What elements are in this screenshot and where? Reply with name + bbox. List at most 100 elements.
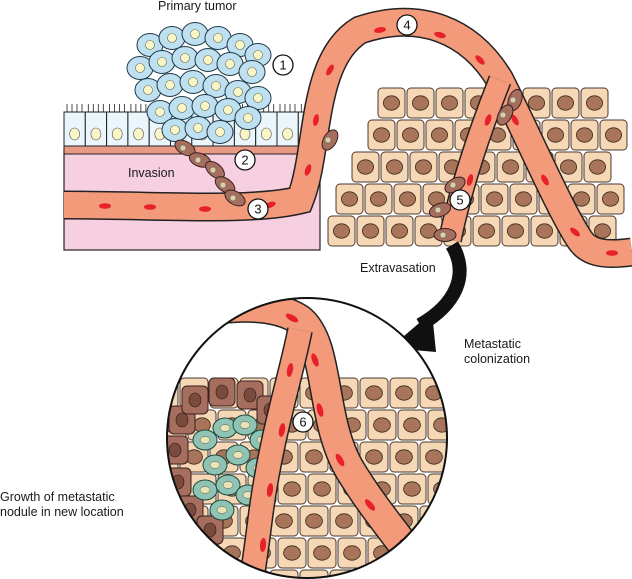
epithelial-nucleus xyxy=(282,127,293,141)
metastatic-nucleus xyxy=(216,506,228,514)
blood-vessel-branch-lumen xyxy=(439,76,510,243)
magnified-host-cell-nucleus xyxy=(313,545,331,561)
magnified-host-cell-nucleus xyxy=(403,481,421,497)
magnified-host-cell-nucleus xyxy=(433,545,447,561)
organ-cell-nucleus xyxy=(385,159,403,175)
tumor-nucleus xyxy=(165,80,175,90)
tumor-nucleus xyxy=(180,53,190,63)
red-blood-cell xyxy=(374,27,386,33)
red-blood-cell xyxy=(541,174,549,186)
epithelial-nucleus xyxy=(90,127,102,141)
label-primary-tumor: Primary tumor xyxy=(158,0,236,13)
tumor-nucleus xyxy=(157,57,167,67)
magnified-host-cell-nucleus xyxy=(395,385,413,401)
organ-cell-nucleus xyxy=(501,159,519,175)
magnified-host-cell xyxy=(458,410,486,440)
magnified-host-cell-nucleus xyxy=(395,449,413,465)
organ-cell-nucleus xyxy=(356,159,374,175)
step-marker-6: 6 xyxy=(292,411,314,433)
invading-nucleus xyxy=(434,206,442,214)
organ-cell-nucleus xyxy=(477,223,495,239)
magnified-host-cell xyxy=(397,537,427,569)
organ-cell-nucleus xyxy=(382,95,400,111)
step-marker-2: 2 xyxy=(234,149,256,171)
tumor-nucleus xyxy=(167,33,177,43)
magnified-host-cell-nucleus xyxy=(373,417,391,433)
tumor-nucleus xyxy=(143,85,153,95)
magnified-host-cell xyxy=(187,537,217,569)
invading-nucleus xyxy=(499,111,507,119)
tumor-nucleus xyxy=(170,125,180,135)
magnified-red-blood-cell xyxy=(311,353,319,367)
invading-nucleus xyxy=(324,136,332,144)
magnified-host-cell-nucleus xyxy=(167,545,181,561)
step-number-4: 4 xyxy=(403,18,410,33)
tumor-nucleus xyxy=(203,55,213,65)
magnified-host-cell-nucleus xyxy=(365,449,383,465)
magnified-red-blood-cell xyxy=(278,423,286,437)
magnified-host-cell xyxy=(167,537,187,569)
epithelial-nucleus xyxy=(111,127,123,141)
magnified-host-cell-nucleus xyxy=(425,513,443,529)
organ-cell-nucleus xyxy=(506,223,524,239)
red-blood-cell xyxy=(466,174,474,186)
nodule-border-nucleus xyxy=(203,522,217,538)
tumor-nucleus xyxy=(145,40,155,50)
magnified-host-cell-nucleus xyxy=(433,417,447,433)
invading-nucleus xyxy=(229,194,237,202)
organ-cell-nucleus xyxy=(586,95,604,111)
tumor-nucleus xyxy=(233,87,243,97)
magnified-red-blood-cell xyxy=(286,363,294,377)
step-marker-5: 5 xyxy=(449,189,471,211)
magnified-host-cell xyxy=(458,474,486,504)
nodule-border-nucleus xyxy=(215,384,229,400)
invading-nucleus xyxy=(179,144,187,152)
magnified-red-blood-cell xyxy=(238,302,252,310)
magnified-host-cell-nucleus xyxy=(343,545,361,561)
epithelial-nucleus xyxy=(260,127,272,141)
organ-cell-nucleus xyxy=(485,191,503,207)
tumor-nucleus xyxy=(235,40,245,50)
magnified-host-cell xyxy=(450,570,478,579)
invading-nucleus xyxy=(449,181,457,189)
magnified-red-blood-cell xyxy=(316,403,324,417)
magnified-host-cell-nucleus xyxy=(313,481,331,497)
organ-cell-nucleus xyxy=(390,223,408,239)
red-blood-cell xyxy=(99,203,111,209)
red-blood-cell xyxy=(606,250,618,256)
label-invasion: Invasion xyxy=(128,166,175,180)
label-growth-line1: Growth of metastatic xyxy=(0,490,115,504)
tumor-nucleus xyxy=(243,113,253,123)
organ-cell-nucleus xyxy=(605,127,623,143)
organ-cell-nucleus xyxy=(414,159,432,175)
tumor-nucleus xyxy=(213,33,223,43)
metastatic-nucleus xyxy=(199,486,211,494)
magnified-host-cell xyxy=(167,569,179,578)
organ-cell-nucleus xyxy=(340,191,358,207)
red-blood-cell xyxy=(326,64,334,76)
epithelial-nucleus xyxy=(133,127,144,141)
nodule-border-nucleus xyxy=(168,442,182,458)
organ-cell-nucleus xyxy=(528,95,546,111)
organ-cell-nucleus xyxy=(332,223,350,239)
invading-nucleus xyxy=(219,181,227,189)
label-growth-line2: nodule in new location xyxy=(0,505,124,519)
organ-cell-nucleus xyxy=(515,191,533,207)
organ-cell-nucleus xyxy=(440,95,458,111)
tumor-nucleus xyxy=(193,123,203,133)
red-blood-cell xyxy=(511,114,519,126)
red-blood-cell xyxy=(434,31,446,39)
organ-cell-nucleus xyxy=(398,191,416,207)
magnified-host-cell xyxy=(209,569,239,578)
metastatic-nucleus xyxy=(219,424,231,432)
magnified-host-cell xyxy=(389,569,419,578)
step-marker-4: 4 xyxy=(396,14,418,36)
magnified-red-blood-cell xyxy=(183,313,197,319)
step-marker-3: 3 xyxy=(247,198,269,220)
metastatic-nucleus xyxy=(222,481,234,489)
tumor-nucleus xyxy=(177,103,187,113)
organ-cell-nucleus xyxy=(560,159,578,175)
magnified-host-cell xyxy=(450,378,478,408)
red-blood-cell xyxy=(144,204,156,210)
